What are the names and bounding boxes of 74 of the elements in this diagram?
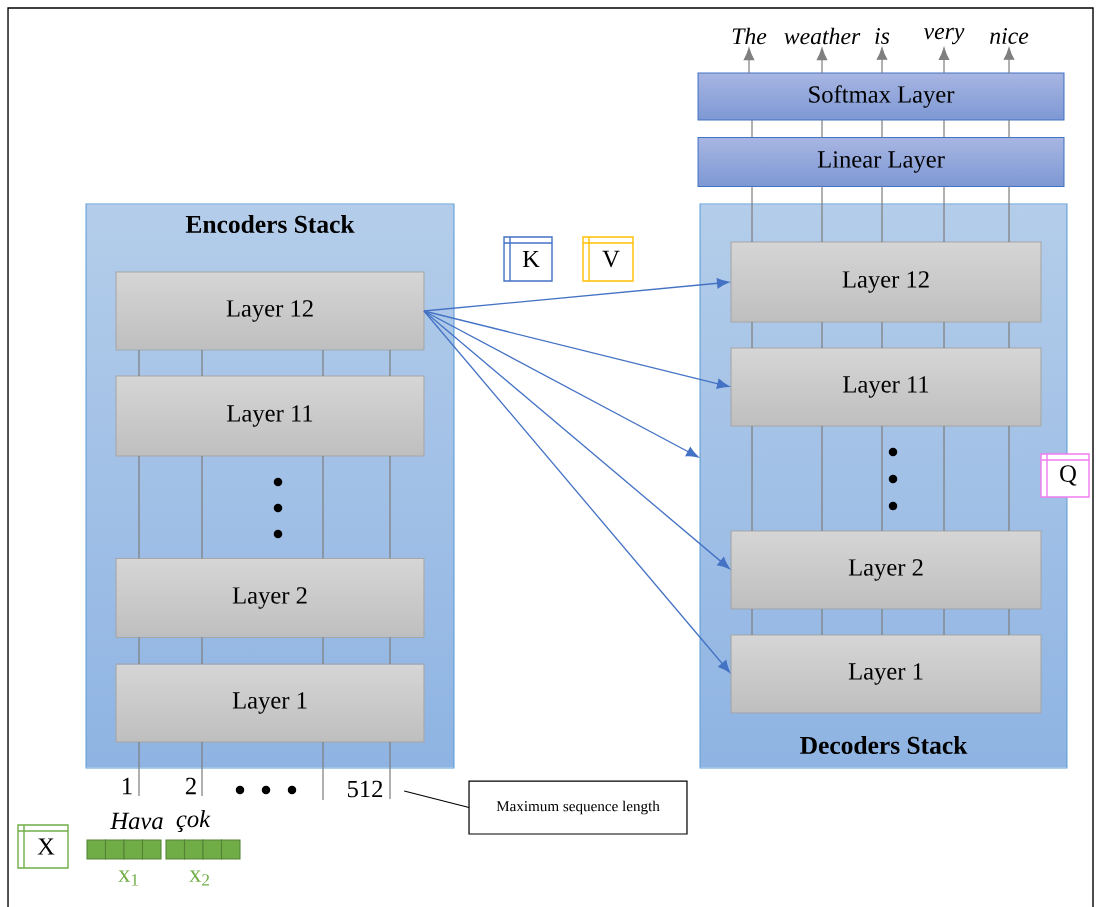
text-label: x$_{2}$ <box>189 870 210 886</box>
text-label: x$_{1}$ <box>118 870 138 886</box>
output-word: nice <box>990 28 1029 44</box>
connector-line <box>322 349 324 377</box>
text-label: Hava <box>110 812 163 830</box>
arrow <box>816 47 828 74</box>
callout-box: Maximum sequence length <box>468 780 688 835</box>
output-word: is <box>875 28 890 44</box>
layer-box: Layer 2 <box>115 558 425 639</box>
connector-line <box>201 455 203 560</box>
connector-line <box>201 636 203 665</box>
arrow <box>876 47 888 74</box>
arrow <box>423 310 730 389</box>
arrow <box>423 310 731 673</box>
connector-line <box>751 608 753 636</box>
connector-line <box>751 185 753 243</box>
connector-line <box>821 608 823 636</box>
connector-line <box>201 349 203 377</box>
connector-line <box>322 741 324 801</box>
connector-line <box>943 185 945 243</box>
connector-line <box>881 119 883 139</box>
connector-line <box>821 185 823 243</box>
connector-line <box>943 425 945 532</box>
connector-line <box>881 185 883 243</box>
connector-line <box>943 321 945 349</box>
position-number: 512 <box>348 780 383 798</box>
layer-box: Layer 2 <box>730 530 1042 610</box>
position-number: 2 <box>185 777 196 795</box>
layer-box: Softmax Layer <box>697 72 1065 121</box>
connector-line <box>881 321 883 349</box>
layer-box: Layer 12 <box>730 241 1042 323</box>
connector-line <box>821 425 823 532</box>
connector-line <box>751 119 753 139</box>
layer-box: Layer 11 <box>115 375 425 457</box>
text-label: çok <box>176 809 211 833</box>
position-number: 1 <box>123 777 132 795</box>
connector-line <box>138 455 140 560</box>
connector-line <box>751 321 753 349</box>
layer-box: Layer 1 <box>115 663 425 743</box>
connector-line <box>1008 425 1010 532</box>
connector-line <box>138 349 140 377</box>
connector-line <box>322 455 324 560</box>
connector-line <box>1008 119 1010 139</box>
connector-line <box>821 321 823 349</box>
connector-line <box>1008 608 1010 636</box>
layer-box: Layer 12 <box>115 271 425 351</box>
connector-line <box>201 741 203 797</box>
layer-box: Linear Layer <box>697 137 1065 188</box>
output-word: very <box>923 27 965 45</box>
connector-line <box>881 608 883 636</box>
connector-line <box>138 636 140 665</box>
connector-line <box>881 425 883 532</box>
connector-line <box>1008 185 1010 243</box>
arrow <box>938 47 950 74</box>
arrow <box>423 310 730 570</box>
connector-line <box>138 741 140 797</box>
connector-line <box>943 119 945 139</box>
output-word: The <box>732 27 767 45</box>
connector-line <box>389 349 391 377</box>
connector-line <box>389 455 391 560</box>
arrow <box>743 47 755 74</box>
leader-line <box>403 790 470 809</box>
layer-box: Layer 11 <box>730 347 1042 427</box>
arrow <box>1003 47 1015 74</box>
connector-line <box>821 119 823 139</box>
layer-box: Layer 1 <box>730 634 1042 714</box>
arrow <box>423 278 730 312</box>
output-word: weather <box>784 27 861 45</box>
connector-line <box>1008 321 1010 349</box>
connector-line <box>751 425 753 532</box>
connector-line <box>322 636 324 665</box>
connector-line <box>943 608 945 636</box>
connector-line <box>389 741 391 800</box>
connector-line <box>389 636 391 665</box>
